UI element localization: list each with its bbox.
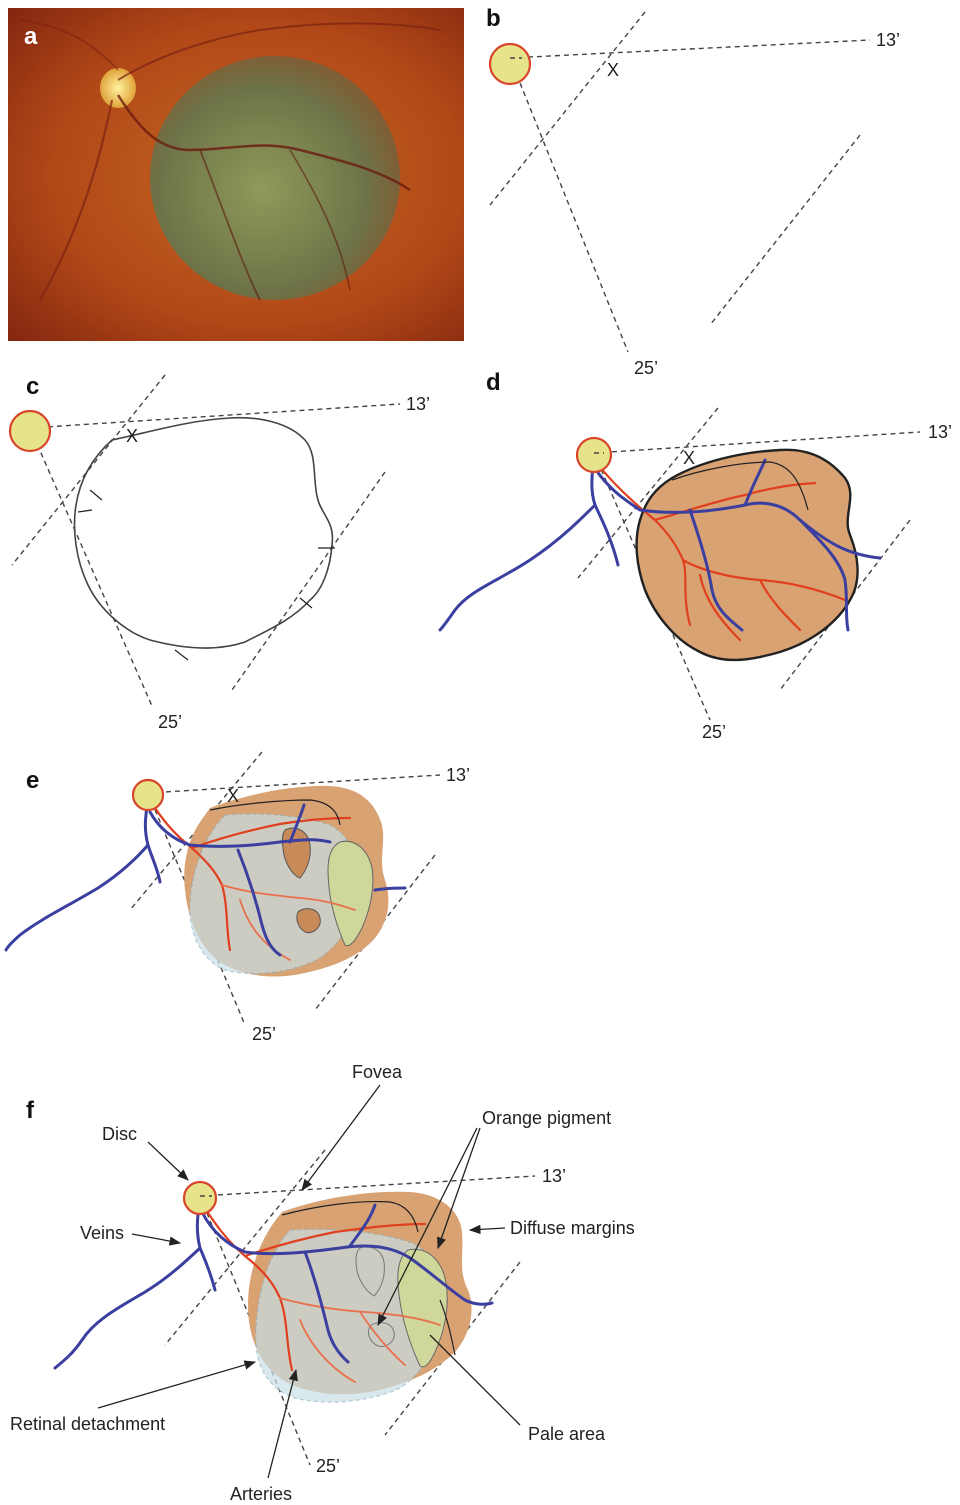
- clock-line-25: [510, 58, 628, 352]
- label-veins: Veins: [80, 1223, 124, 1243]
- clock-hour-13-label: 13’: [876, 30, 900, 50]
- clock-hour-25-label: 25’: [702, 722, 726, 742]
- tumor-tangent-right: [710, 135, 860, 325]
- clock-line-25: [30, 428, 152, 706]
- vein: [6, 800, 148, 950]
- label-diffuse-margins: Diffuse margins: [510, 1218, 635, 1238]
- panel-label-e: e: [26, 767, 39, 794]
- clock-line-13: [594, 432, 920, 453]
- panel-d: d X 13’ 25’: [440, 369, 952, 742]
- fovea-mark: X: [227, 786, 239, 806]
- label-orange-pigment: Orange pigment: [482, 1108, 611, 1128]
- panel-a: a: [8, 8, 464, 341]
- optic-disc: [490, 44, 530, 84]
- optic-disc: [133, 780, 163, 810]
- panel-label-c: c: [26, 373, 39, 400]
- panel-label-f: f: [26, 1097, 35, 1124]
- vein: [440, 455, 595, 630]
- panel-e: e X 13’ 25’: [6, 752, 470, 1044]
- pale-area-pointer: [430, 1335, 520, 1425]
- panel-label-b: b: [486, 5, 501, 32]
- panel-label-a: a: [24, 23, 38, 50]
- label-fovea: Fovea: [352, 1062, 403, 1082]
- optic-disc: [184, 1182, 216, 1214]
- diffuse-margins-arrow: [470, 1228, 505, 1230]
- clock-hour-13-label: 13’: [928, 422, 952, 442]
- veins-arrow: [132, 1234, 180, 1243]
- label-retinal-detachment: Retinal detachment: [10, 1414, 165, 1434]
- label-arteries: Arteries: [230, 1484, 292, 1504]
- panel-f: f Fovea Orange: [10, 1062, 635, 1504]
- clock-hour-13-label: 13’: [406, 394, 430, 414]
- tumor-tangent-right: [232, 472, 385, 690]
- label-disc: Disc: [102, 1124, 137, 1144]
- label-pale-area: Pale area: [528, 1424, 606, 1444]
- vein: [55, 1200, 200, 1368]
- fundus-lesion: [150, 56, 400, 300]
- clock-hour-25-label: 25’: [316, 1456, 340, 1476]
- panel-b: b X 13’ 25’: [486, 5, 900, 378]
- fovea-mark: X: [607, 60, 619, 80]
- clock-hour-13-label: 13’: [542, 1166, 566, 1186]
- clock-hour-25-label: 25’: [158, 712, 182, 732]
- clock-line-13: [510, 40, 870, 58]
- optic-disc: [10, 411, 50, 451]
- tumor-mass: [637, 450, 858, 660]
- panel-label-d: d: [486, 369, 501, 396]
- tumor-outline: [75, 418, 333, 648]
- tumor-tangent-left: [490, 12, 645, 205]
- panel-c: c X 13’ 25’: [10, 373, 430, 732]
- clock-line-13: [200, 1176, 535, 1196]
- clock-hour-13-label: 13’: [446, 765, 470, 785]
- optic-disc: [577, 438, 611, 472]
- optic-disc-photo: [100, 68, 136, 108]
- clock-line-13: [30, 404, 400, 428]
- clock-hour-25-label: 25’: [634, 358, 658, 378]
- disc-arrow: [148, 1142, 188, 1180]
- fovea-mark: X: [126, 426, 138, 446]
- fovea-arrow: [302, 1085, 380, 1190]
- fovea-mark: X: [683, 448, 695, 468]
- retinal-detachment-arrow: [98, 1362, 255, 1408]
- clock-hour-25-label: 25’: [252, 1024, 276, 1044]
